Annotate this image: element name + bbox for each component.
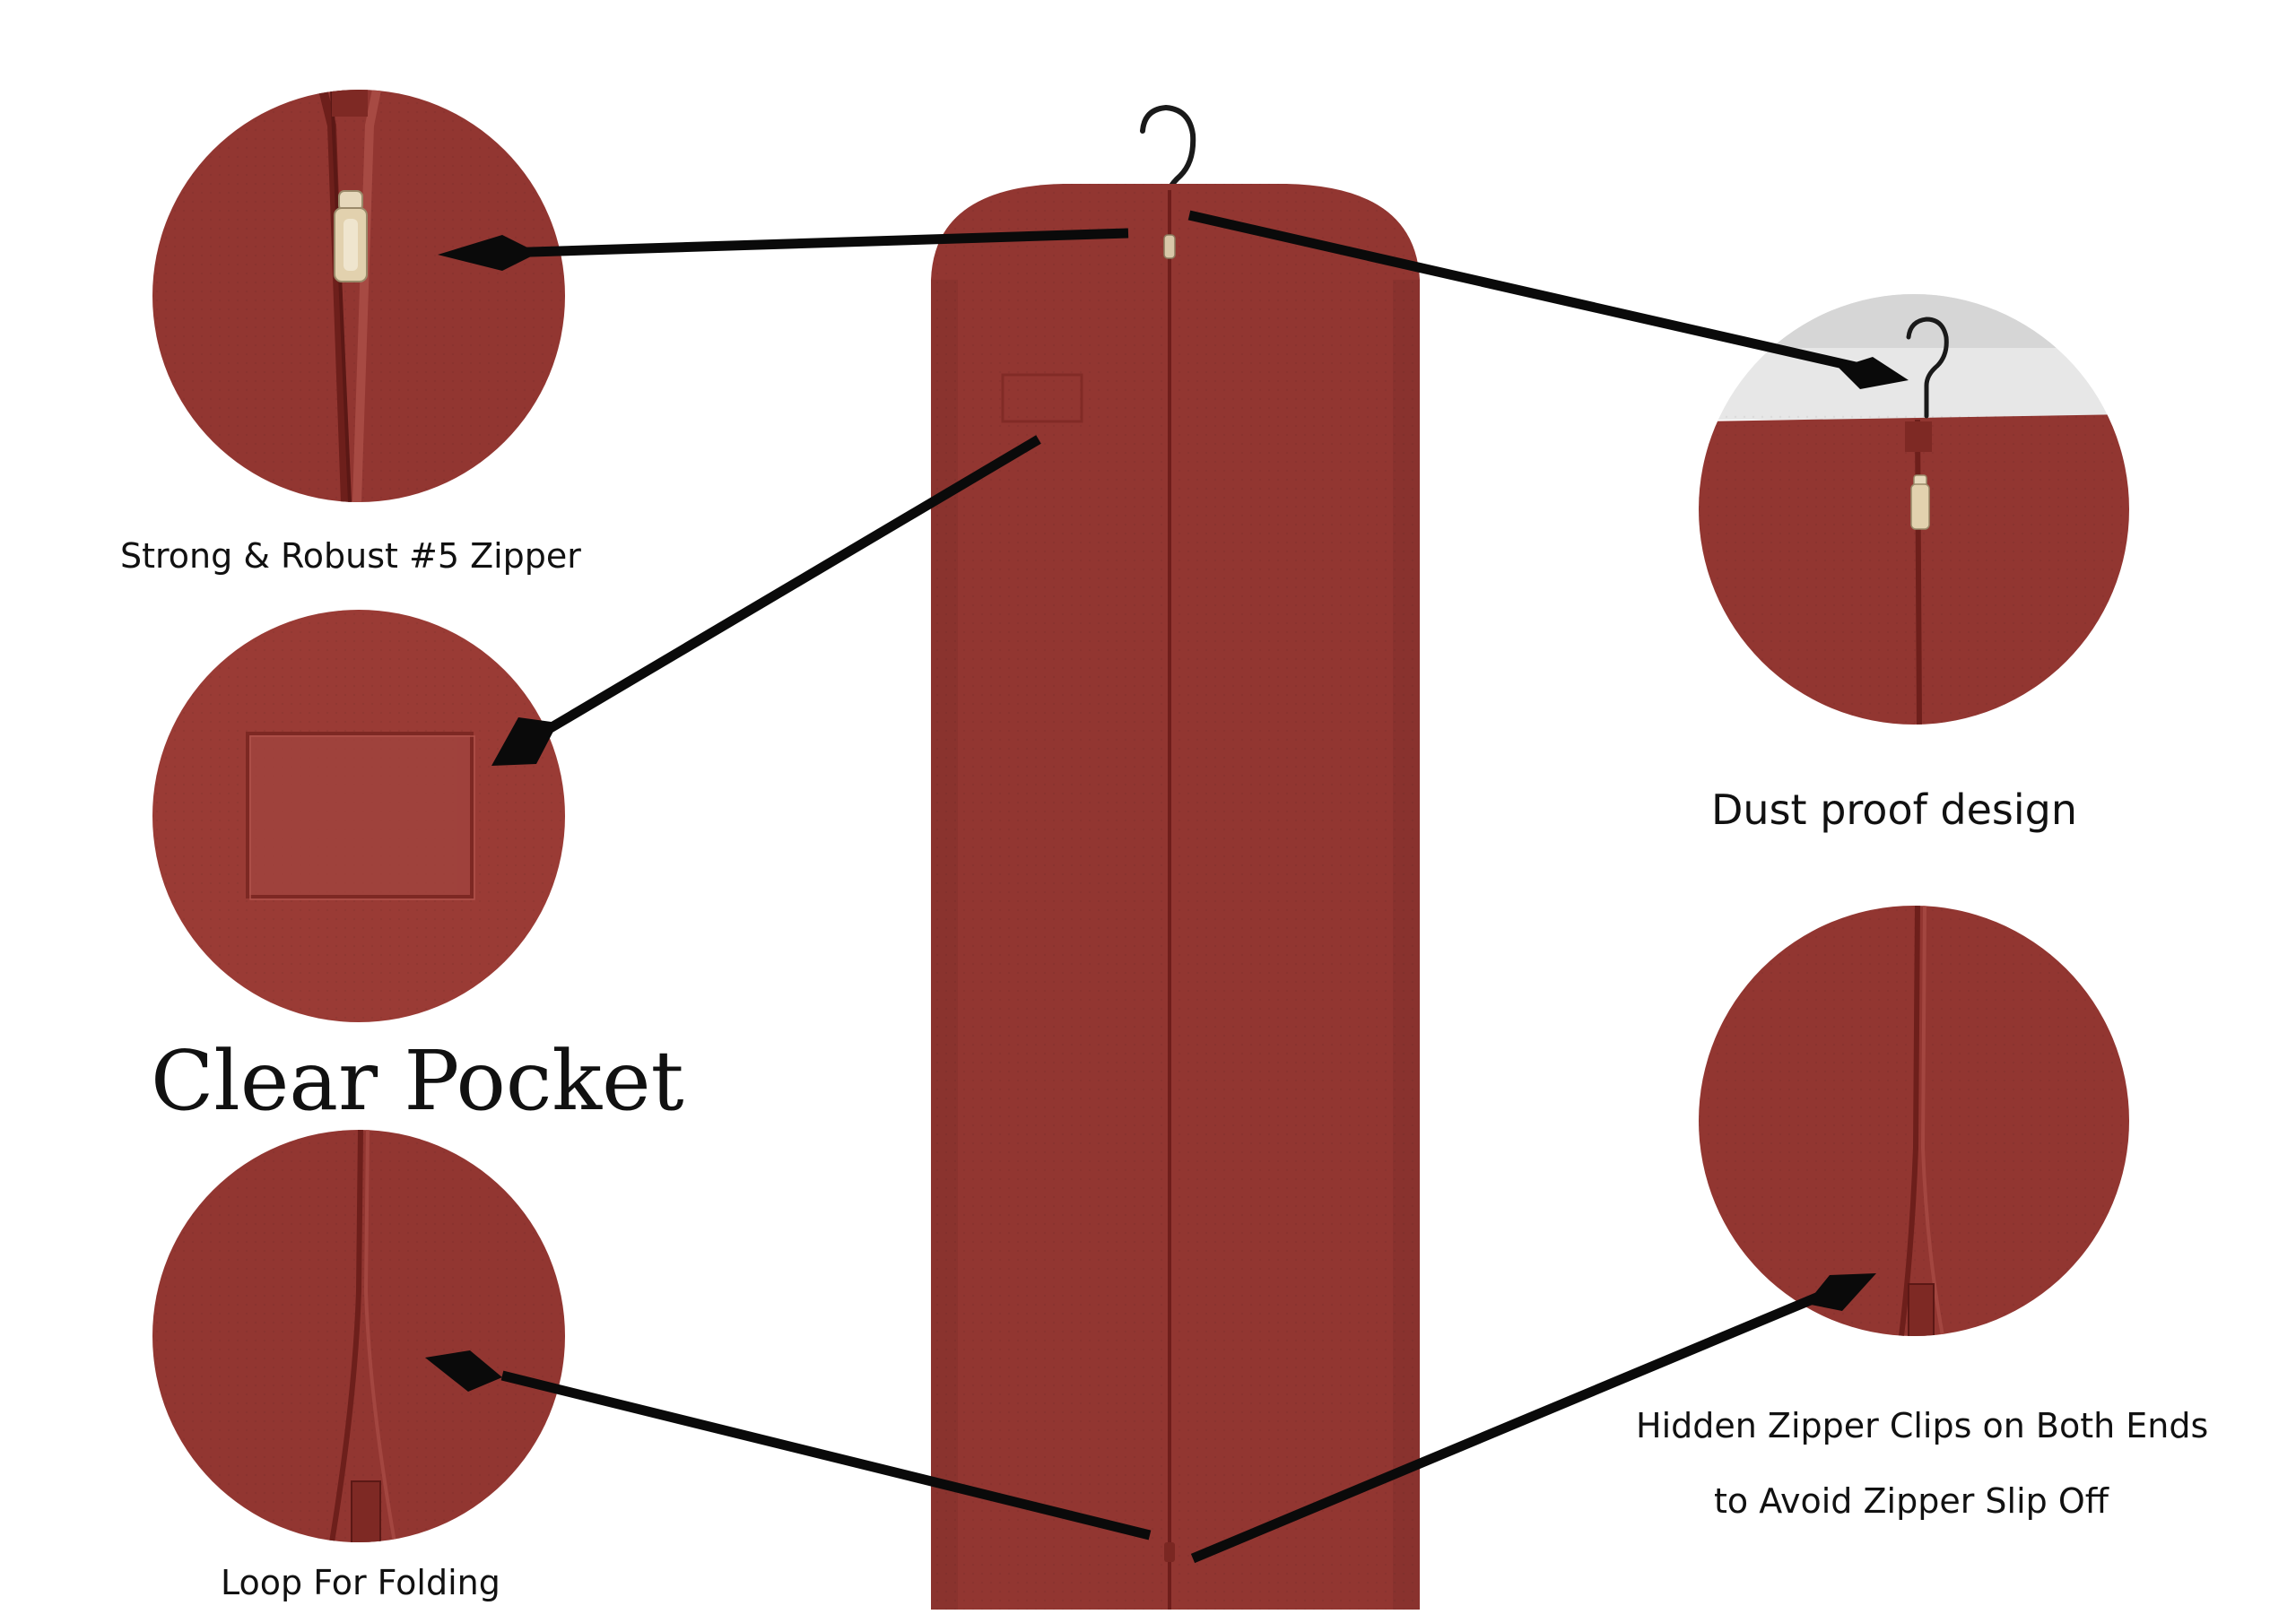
zipper-clip-icon: [1908, 1283, 1935, 1336]
bag-pocket: [1001, 373, 1083, 423]
zipper-clips-detail-circle: [1699, 906, 2129, 1336]
arrow-clips: [1190, 1273, 1876, 1564]
arrow-loop: [425, 1350, 1152, 1541]
zipper-pull-icon: [334, 190, 368, 282]
dust-hanger-icon: [1906, 317, 1949, 419]
garment-bag: [931, 104, 1420, 1610]
arrow-dust: [1187, 210, 1909, 389]
pointer-arrows: [425, 210, 1909, 1564]
bag-zipper-bottom-end: [1164, 1542, 1175, 1562]
label-clear-pocket: Clear Pocket: [151, 1033, 684, 1129]
arrow-zipper: [438, 228, 1129, 271]
pocket-detail-circle: [152, 610, 565, 1022]
zipper-detail-circle: [152, 90, 565, 502]
label-zipper-clips-line2: to Avoid Zipper Slip Off: [1714, 1481, 2109, 1521]
label-dust-proof: Dust proof design: [1711, 785, 2078, 834]
bag-zipper-pull: [1163, 234, 1176, 259]
label-loop-folding: Loop For Folding: [221, 1563, 500, 1602]
label-zipper: Strong & Robust #5 Zipper: [120, 536, 581, 576]
folding-loop-icon: [351, 1480, 381, 1542]
arrow-pocket: [491, 435, 1041, 766]
dust-zipper-pull-icon: [1910, 474, 1930, 530]
loop-detail-circle: [152, 1130, 565, 1542]
clear-pocket-icon: [246, 732, 474, 898]
label-zipper-clips-line1: Hidden Zipper Clips on Both Ends: [1636, 1406, 2209, 1445]
dust-proof-detail-circle: [1699, 294, 2129, 725]
